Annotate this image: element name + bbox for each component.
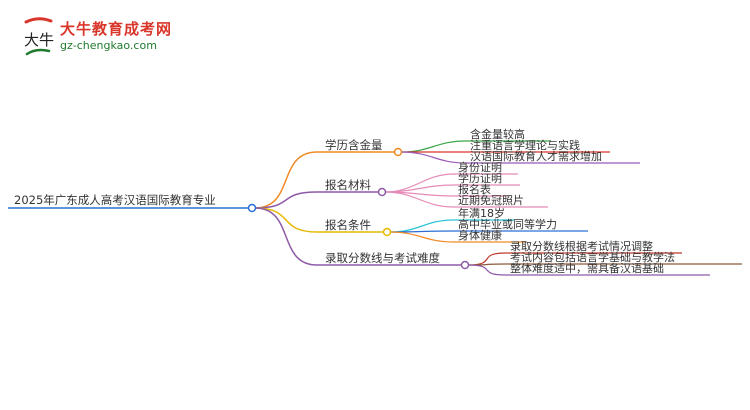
- branch-toggle-0[interactable]: [393, 147, 403, 157]
- leaf-label-1-0: 身份证明: [458, 161, 502, 174]
- leaf-connector-3-0: [467, 252, 507, 266]
- logo-url: gz-chengkao.com: [60, 39, 157, 52]
- leaf-connector-1-0: [384, 173, 455, 193]
- branch-toggle-2[interactable]: [382, 227, 392, 237]
- leaf-connector-2-0: [389, 219, 455, 233]
- branch-toggle-3[interactable]: [460, 260, 470, 270]
- branch-label-3: 录取分数线与考试难度: [325, 251, 440, 265]
- branch-connector-0: [254, 151, 318, 209]
- branch-connector-1: [254, 191, 318, 209]
- leaf-label-2-1: 高中毕业或同等学力: [458, 218, 557, 231]
- site-logo[interactable]: 大牛 大牛教育成考网 gz-chengkao.com: [18, 14, 171, 58]
- leaf-connector-1-3: [384, 191, 455, 208]
- leaf-label-3-2: 整体难度适中，需具备汉语基础: [510, 262, 664, 275]
- logo-mark-icon: 大牛: [24, 17, 54, 56]
- leaf-connector-3-2: [467, 264, 507, 276]
- branch-label-2: 报名条件: [325, 218, 371, 232]
- root-node: 2025年广东成人高考汉语国际教育专业: [14, 193, 216, 207]
- branch-connector-3: [254, 207, 318, 266]
- branch-toggle-1[interactable]: [377, 187, 387, 197]
- leaf-label-2-0: 年满18岁: [458, 207, 505, 220]
- leaf-label-1-1: 学历证明: [458, 172, 502, 185]
- branch-label-0: 学历含金量: [325, 138, 383, 152]
- leaf-label-1-3: 近期免冠照片: [458, 194, 524, 207]
- branch-connector-2: [254, 207, 318, 233]
- leaf-label-0-0: 含金量较高: [470, 128, 525, 141]
- leaf-label-0-1: 注重语言学理论与实践: [470, 139, 580, 152]
- branch-label-1: 报名材料: [325, 178, 371, 192]
- leaf-label-1-2: 报名表: [458, 183, 491, 196]
- leaf-connector-0-2: [400, 151, 467, 164]
- leaf-connector-0-0: [400, 140, 467, 153]
- leaf-label-3-1: 考试内容包括语言学基础与教学法: [510, 251, 675, 264]
- root-toggle[interactable]: [247, 203, 257, 213]
- leaf-connector-2-2: [389, 231, 455, 243]
- leaf-label-3-0: 录取分数线根据考试情况调整: [510, 240, 653, 253]
- logo-mark-text: 大牛: [24, 31, 54, 49]
- leaf-label-0-2: 汉语国际教育人才需求增加: [470, 150, 602, 163]
- leaf-label-2-2: 身体健康: [458, 229, 502, 242]
- logo-title: 大牛教育成考网: [60, 20, 173, 38]
